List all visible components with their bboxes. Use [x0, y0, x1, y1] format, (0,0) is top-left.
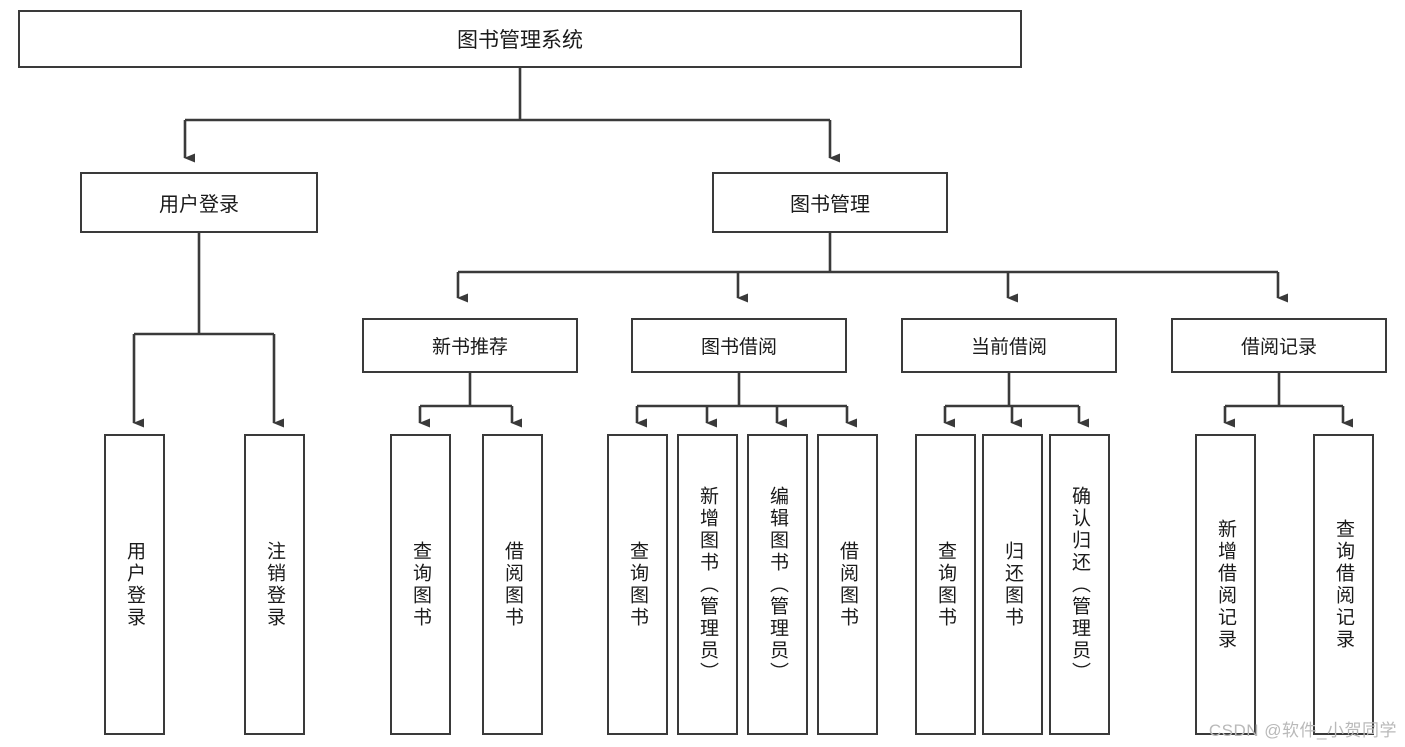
leaf-label: 查询借阅记录 [1333, 518, 1354, 651]
node-label: 图书管理系统 [457, 29, 583, 52]
leaf-label: 借阅图书 [837, 540, 858, 629]
leaf-confirm-return[interactable]: 确认归还（管理员） [1049, 434, 1110, 735]
node-current-borrow[interactable]: 当前借阅 [901, 318, 1117, 373]
leaf-label: 查询图书 [627, 540, 648, 629]
node-book-management[interactable]: 图书管理 [712, 172, 948, 233]
leaf-user-login[interactable]: 用户登录 [104, 434, 165, 735]
leaf-label: 注销登录 [264, 540, 285, 629]
leaf-label: 确认归还（管理员） [1069, 485, 1090, 684]
node-label: 图书管理 [790, 194, 870, 216]
node-label: 当前借阅 [970, 337, 1047, 358]
leaf-label: 查询图书 [935, 540, 956, 629]
node-root-book-management-system[interactable]: 图书管理系统 [18, 10, 1022, 68]
leaf-label: 新增图书（管理员） [697, 485, 718, 684]
leaf-label: 用户登录 [124, 540, 145, 629]
leaf-query-book-current[interactable]: 查询图书 [915, 434, 976, 735]
leaf-query-borrow-record[interactable]: 查询借阅记录 [1313, 434, 1374, 735]
node-label: 借阅记录 [1240, 337, 1317, 358]
leaf-label: 归还图书 [1002, 540, 1023, 629]
leaf-label: 新增借阅记录 [1215, 518, 1236, 651]
leaf-borrow-book-recommend[interactable]: 借阅图书 [482, 434, 543, 735]
leaf-edit-book[interactable]: 编辑图书（管理员） [747, 434, 808, 735]
leaf-label: 查询图书 [410, 540, 431, 629]
leaf-query-book-recommend[interactable]: 查询图书 [390, 434, 451, 735]
node-new-book-recommend[interactable]: 新书推荐 [362, 318, 578, 373]
leaf-borrow-book[interactable]: 借阅图书 [817, 434, 878, 735]
node-book-borrow[interactable]: 图书借阅 [631, 318, 847, 373]
leaf-add-book[interactable]: 新增图书（管理员） [677, 434, 738, 735]
watermark-text: CSDN @软件_小贺同学 [1208, 721, 1397, 740]
leaf-label: 借阅图书 [502, 540, 523, 629]
node-user-login[interactable]: 用户登录 [80, 172, 318, 233]
leaf-query-book-borrow[interactable]: 查询图书 [607, 434, 668, 735]
leaf-logout[interactable]: 注销登录 [244, 434, 305, 735]
leaf-add-borrow-record[interactable]: 新增借阅记录 [1195, 434, 1256, 735]
node-label: 图书借阅 [700, 337, 777, 358]
node-label: 用户登录 [159, 194, 239, 216]
leaf-return-book[interactable]: 归还图书 [982, 434, 1043, 735]
leaf-label: 编辑图书（管理员） [767, 485, 788, 684]
node-borrow-record[interactable]: 借阅记录 [1171, 318, 1387, 373]
node-label: 新书推荐 [431, 337, 508, 358]
